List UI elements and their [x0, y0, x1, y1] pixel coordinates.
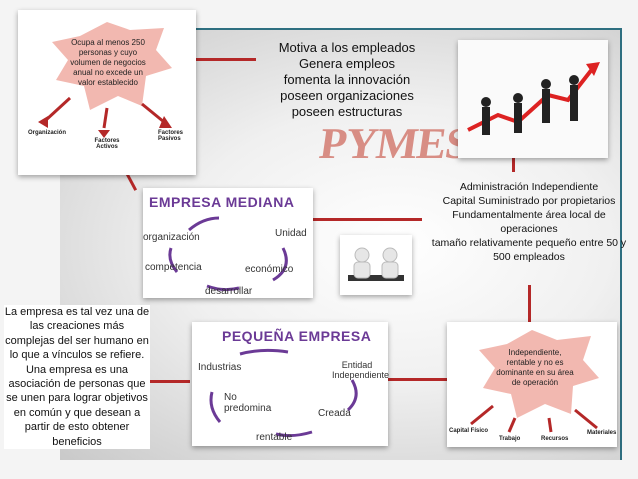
frame-line-right — [620, 28, 622, 460]
label-factores-pasivos: Factores Pasivos — [158, 130, 184, 142]
left-description: La empresa es tal vez una de las creacio… — [4, 305, 150, 450]
frame-line-top — [60, 28, 620, 30]
empresa-mediana-title: EMPRESA MEDIANA — [149, 194, 295, 210]
label-recursos: Recursos — [541, 436, 569, 442]
right-text-line: tamaño relativamente pequeño entre 50 y … — [431, 237, 627, 263]
top-text-line: poseen estructuras — [291, 104, 403, 119]
star-shape — [52, 22, 172, 110]
top-left-star-text: Ocupa al menos 250 personas y cuyo volum… — [70, 38, 146, 87]
mediana-cycle — [168, 216, 288, 292]
pequena-empresa-card: PEQUEÑA EMPRESA Entidad Independiente Cr… — [192, 322, 390, 446]
bottom-right-diagram — [470, 330, 599, 433]
top-left-card: Ocupa al menos 250 personas y cuyo volum… — [18, 10, 196, 175]
connector-left — [150, 380, 190, 383]
right-text-line: Administración Independiente — [459, 181, 599, 193]
people-meeting-icon — [348, 247, 404, 281]
connector-mediana-right — [312, 218, 422, 221]
connector-pequena-right — [387, 378, 447, 381]
business-graphic — [458, 40, 608, 158]
mediana-node-organizacion: organización — [143, 232, 200, 243]
label-capital-fisico: Capital Físico — [449, 428, 489, 434]
pymes-logo: PYMES — [316, 119, 473, 168]
pequena-empresa-title: PEQUEÑA EMPRESA — [222, 328, 372, 344]
star-shape — [479, 330, 599, 418]
top-text-line: Genera empleos — [298, 56, 396, 71]
right-text-line: Fundamentalmente área local de operacion… — [452, 209, 606, 235]
business-chart-icon — [467, 62, 600, 135]
pequena-node-no-predomina: No predomina — [224, 392, 272, 414]
top-text-line: fomenta la innovación — [283, 72, 411, 87]
right-text: Administración Independiente Capital Sum… — [425, 180, 633, 264]
top-left-diagram — [38, 22, 172, 138]
top-text-line: Motiva a los empleados — [278, 40, 416, 55]
mediana-node-competencia: competencia — [145, 262, 202, 273]
right-text-line: Capital Suministrado por propietarios — [442, 195, 616, 207]
mediana-node-desarrollar: desarrollar — [205, 286, 253, 297]
pequena-node-rentable: rentable — [256, 432, 293, 443]
pequena-node-creada: Creada — [318, 408, 351, 419]
bottom-right-card: Independiente, rentable y no es dominant… — [447, 322, 617, 447]
label-trabajo: Trabajo — [499, 436, 521, 442]
meeting-graphic — [340, 235, 412, 295]
bottom-right-star-text: Independiente, rentable y no es dominant… — [496, 348, 574, 387]
mediana-node-economico: económico — [245, 264, 294, 275]
pequena-node-industrias: Industrias — [198, 362, 242, 373]
label-materiales: Materiales — [587, 430, 617, 436]
connector-right-bottom — [528, 285, 531, 325]
empresa-mediana-card: EMPRESA MEDIANA Unidad económico desarro… — [143, 188, 313, 298]
connector-top — [196, 58, 256, 61]
top-center-text: Motiva a los empleados Genera empleos fo… — [252, 40, 442, 120]
mediana-node-unidad: Unidad — [275, 228, 307, 239]
top-text-line: poseen organizaciones — [280, 88, 414, 103]
pequena-node-entidad: Entidad Independiente — [332, 360, 390, 380]
label-organizacion: Organización — [28, 130, 67, 136]
pequena-cycle — [209, 348, 358, 438]
label-factores-activos: Factores Activos — [94, 138, 120, 150]
